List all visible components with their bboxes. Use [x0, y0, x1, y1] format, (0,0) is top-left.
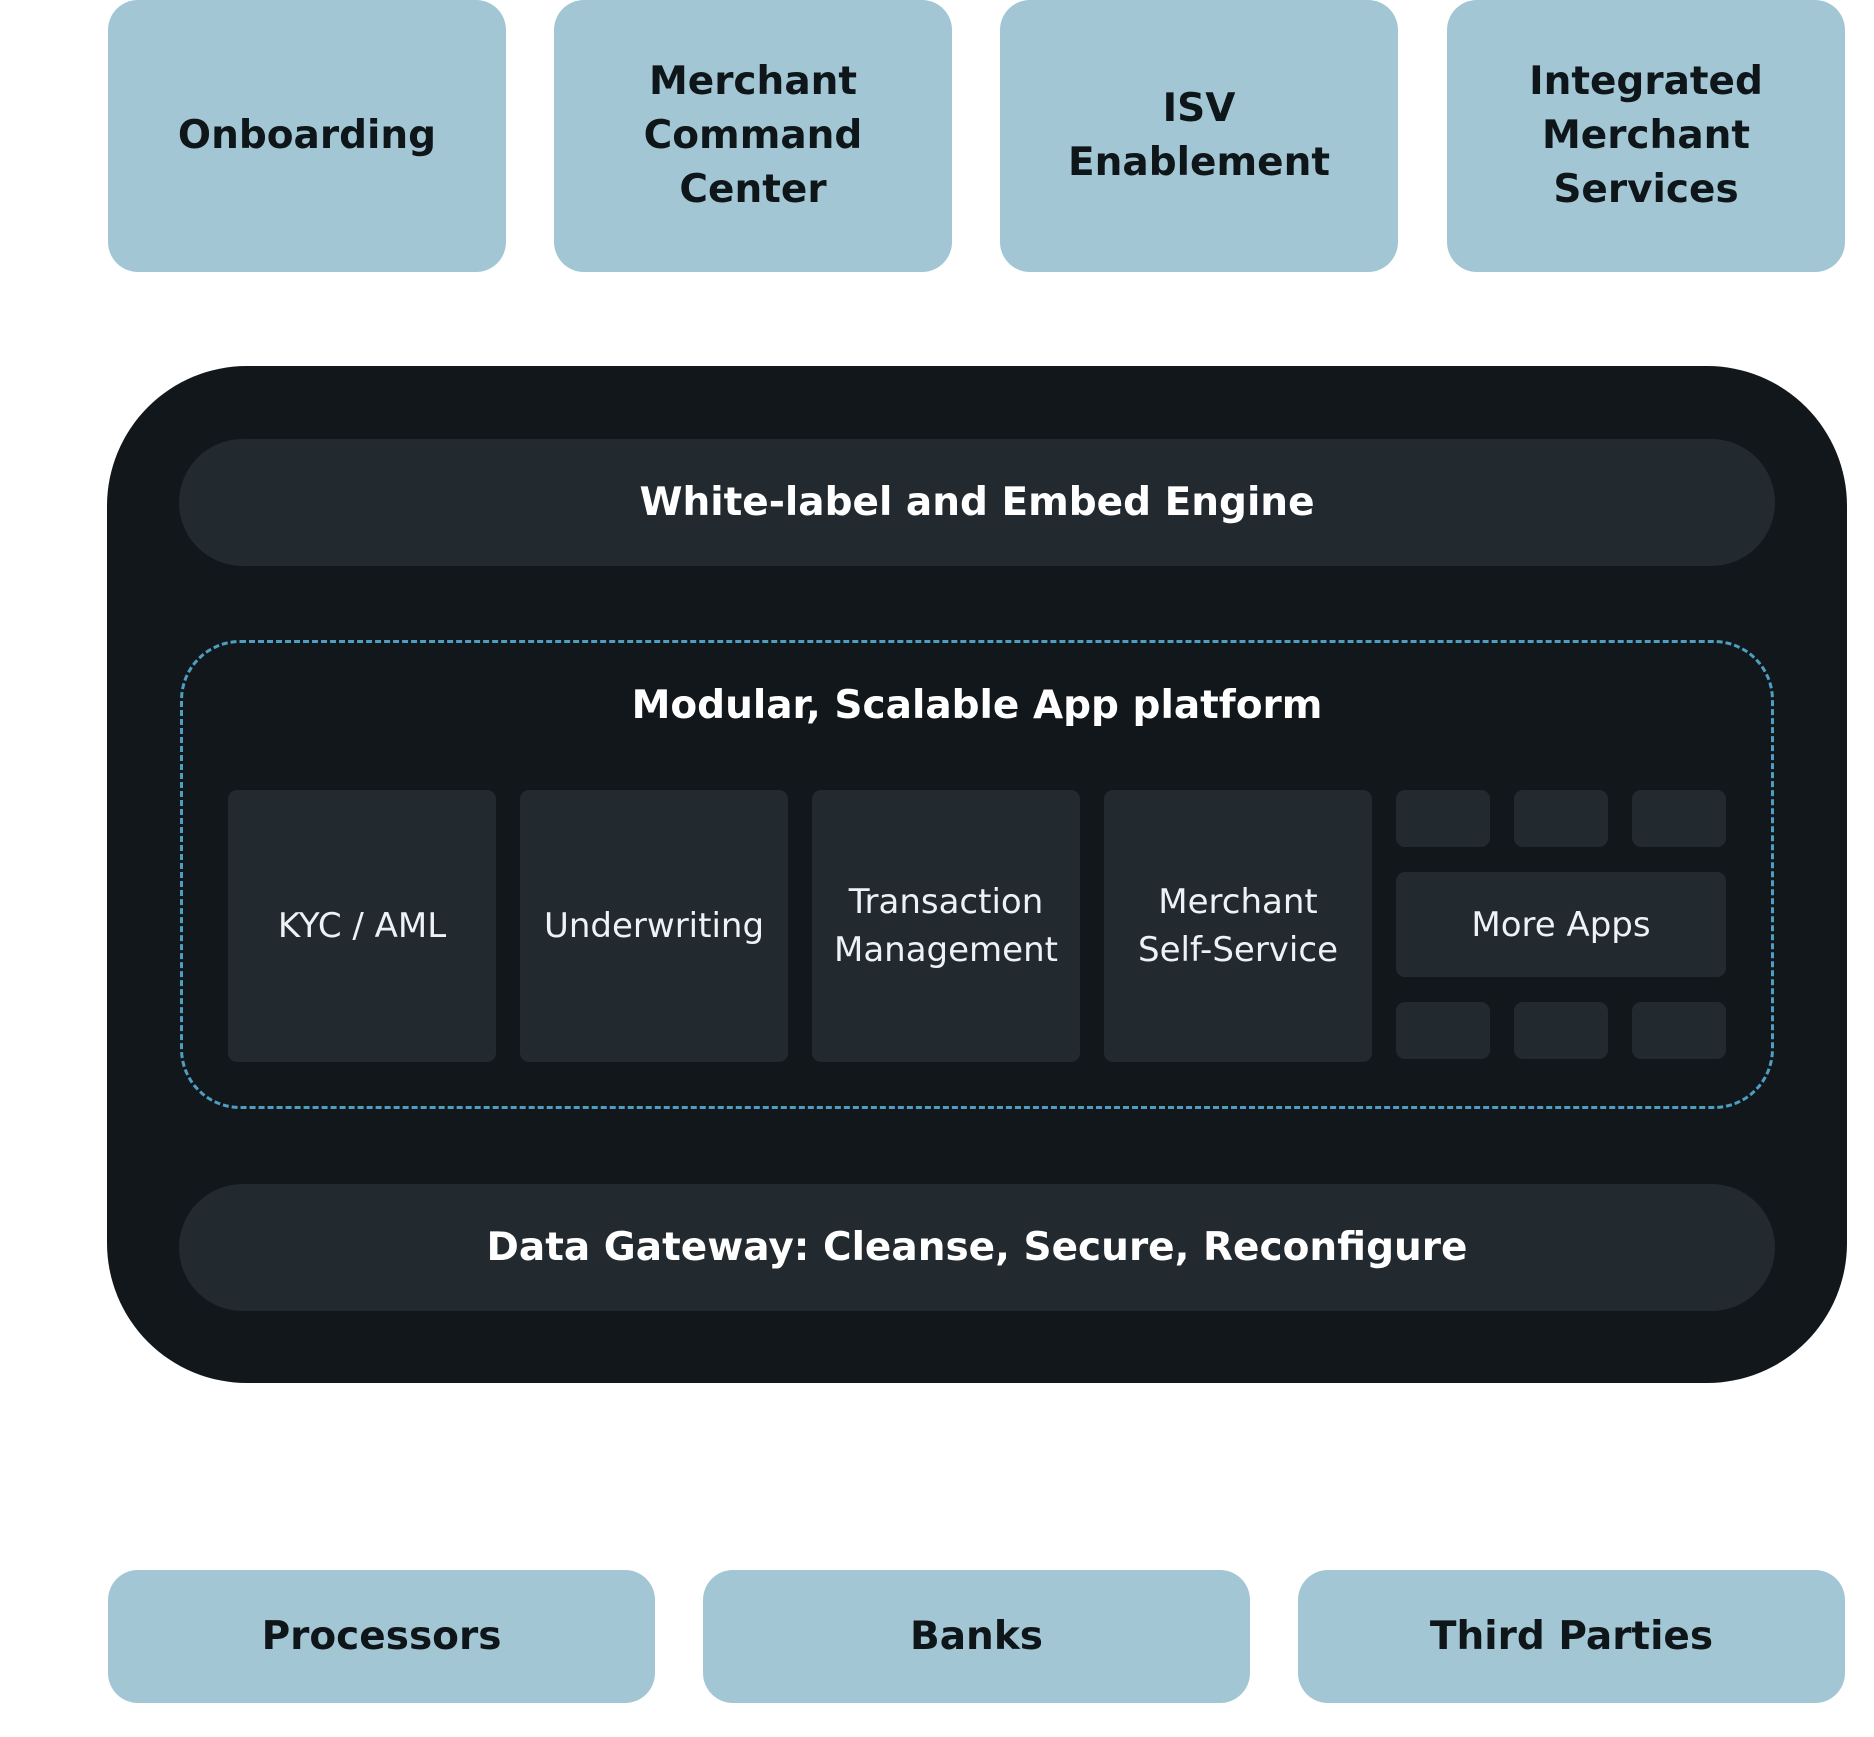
isv-enablement-box: ISV Enablement [1000, 0, 1398, 272]
more-apps-tile: More Apps [1396, 872, 1726, 977]
app-platform-title: Modular, Scalable App platform [631, 683, 1323, 728]
placeholder-app-tile [1514, 1002, 1608, 1059]
data-gateway-bar: Data Gateway: Cleanse, Secure, Reconfigu… [179, 1184, 1775, 1311]
placeholder-app-tile [1396, 790, 1490, 847]
app-underwriting: Underwriting [520, 790, 788, 1062]
app-merchant-self-service: Merchant Self-Service [1104, 790, 1372, 1062]
processors-box: Processors [108, 1570, 655, 1703]
app-kyc-aml: KYC / AML [228, 790, 496, 1062]
app-transaction-management: Transaction Management [812, 790, 1080, 1062]
placeholder-app-tile [1514, 790, 1608, 847]
integrated-merchant-services-box: Integrated Merchant Services [1447, 0, 1845, 272]
placeholder-app-tile [1632, 1002, 1726, 1059]
white-label-embed-engine-bar: White-label and Embed Engine [179, 439, 1775, 566]
app-platform-dashed-region [180, 640, 1774, 1109]
placeholder-app-tile [1632, 790, 1726, 847]
placeholder-app-tile [1396, 1002, 1490, 1059]
third-parties-box: Third Parties [1298, 1570, 1845, 1703]
onboarding-box: Onboarding [108, 0, 506, 272]
banks-box: Banks [703, 1570, 1250, 1703]
merchant-command-center-box: Merchant Command Center [554, 0, 952, 272]
